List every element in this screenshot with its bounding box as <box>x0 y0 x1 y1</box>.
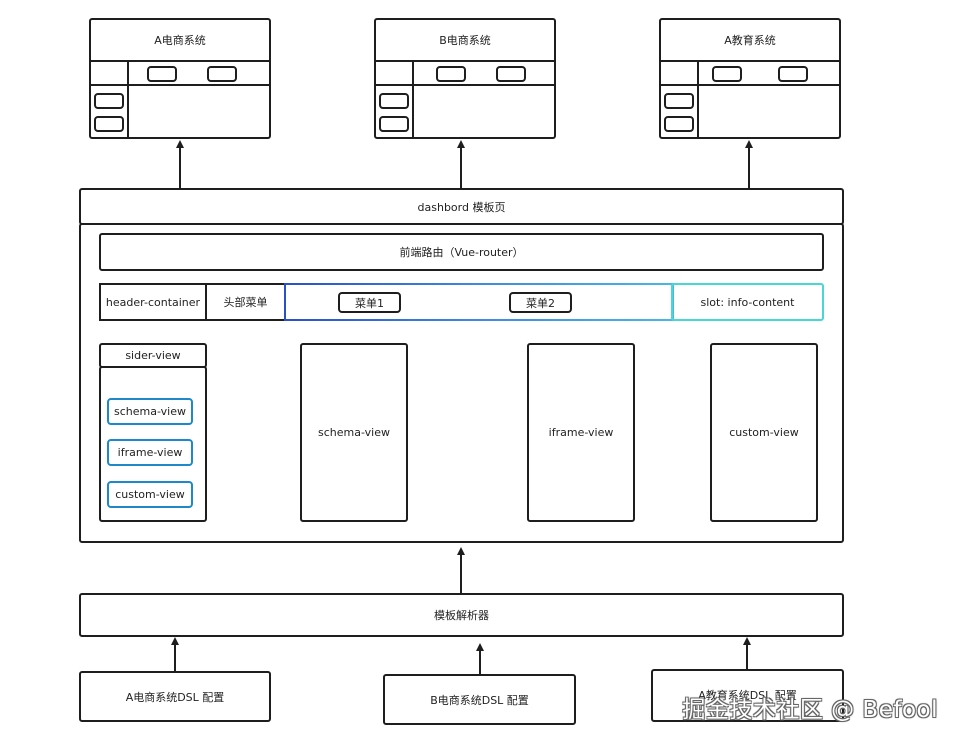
schema-view-panel: schema-view <box>300 343 408 522</box>
arrow-head-icon <box>176 140 184 148</box>
sidebar-pill <box>664 93 694 109</box>
menu-item-2[interactable]: 菜单2 <box>509 292 572 313</box>
arrow-head-icon <box>457 140 465 148</box>
sidebar-pill <box>94 116 124 132</box>
custom-view-label: custom-view <box>729 426 799 439</box>
dashboard-title: dashbord 模板页 <box>417 200 506 214</box>
header-container: header-container <box>99 283 207 321</box>
arrow-head-icon <box>171 637 179 645</box>
config-b-ecommerce: B电商系统DSL 配置 <box>383 674 576 725</box>
arrow-line <box>460 554 462 594</box>
custom-view-panel: custom-view <box>710 343 818 522</box>
sider-item-iframe-view[interactable]: iframe-view <box>107 439 193 466</box>
config-a-education: A教育系统DSL 配置 <box>651 669 844 722</box>
system-title: A电商系统 <box>91 20 269 62</box>
topbar-pill <box>496 66 526 82</box>
sidebar-pill <box>379 116 409 132</box>
dashboard-title-bar: dashbord 模板页 <box>79 188 844 225</box>
menu-item-2-label: 菜单2 <box>526 296 555 310</box>
config-a-ecommerce: A电商系统DSL 配置 <box>79 671 271 722</box>
slot-label: slot: info-content <box>700 295 795 309</box>
topbar-pill <box>712 66 742 82</box>
arrow-line <box>748 146 750 188</box>
arrow-line <box>746 643 748 669</box>
router-bar: 前端路由（Vue-router） <box>99 233 824 271</box>
slot-info-content: slot: info-content <box>671 283 824 321</box>
system-title: A教育系统 <box>661 20 839 62</box>
system-window-a-ecommerce: A电商系统 <box>89 18 271 139</box>
arrow-line <box>179 146 181 188</box>
topbar-pill <box>778 66 808 82</box>
config-label: A教育系统DSL 配置 <box>698 689 797 702</box>
sider-view-label: sider-view <box>125 349 181 362</box>
router-label: 前端路由（Vue-router） <box>399 246 524 259</box>
topbar-pill <box>147 66 177 82</box>
template-parser: 模板解析器 <box>79 593 844 637</box>
arrow-head-icon <box>745 140 753 148</box>
arrow-head-icon <box>743 637 751 645</box>
iframe-view-label: iframe-view <box>548 426 614 439</box>
sider-view-title: sider-view <box>99 343 207 368</box>
iframe-view-panel: iframe-view <box>527 343 635 522</box>
system-topbar <box>91 60 269 86</box>
head-menu: 头部菜单 <box>205 283 286 321</box>
sider-item-label: custom-view <box>115 488 185 501</box>
sidebar-pill <box>664 116 694 132</box>
system-topbar <box>661 60 839 86</box>
menu-item-1[interactable]: 菜单1 <box>338 292 401 313</box>
config-label: B电商系统DSL 配置 <box>430 693 529 707</box>
watermark: 掘金技术社区 @ Befool <box>682 697 938 723</box>
system-window-a-education: A教育系统 <box>659 18 841 139</box>
system-sidebar <box>661 60 699 137</box>
topbar-pill <box>207 66 237 82</box>
template-parser-label: 模板解析器 <box>434 609 489 622</box>
header-container-label: header-container <box>105 295 201 309</box>
config-label: A电商系统DSL 配置 <box>125 690 225 704</box>
system-topbar <box>376 60 554 86</box>
system-sidebar <box>91 60 129 137</box>
sider-item-label: iframe-view <box>117 446 183 459</box>
menu-item-1-label: 菜单1 <box>355 296 384 310</box>
topbar-pill <box>436 66 466 82</box>
arrow-line <box>174 643 176 671</box>
sidebar-pill <box>94 93 124 109</box>
head-menu-label: 头部菜单 <box>223 296 268 309</box>
system-title: B电商系统 <box>376 20 554 62</box>
sider-item-label: schema-view <box>114 405 186 418</box>
sider-item-schema-view[interactable]: schema-view <box>107 398 193 425</box>
sidebar-pill <box>379 93 409 109</box>
arrow-line <box>460 146 462 188</box>
sider-item-custom-view[interactable]: custom-view <box>107 481 193 508</box>
arrow-head-icon <box>457 547 465 555</box>
system-sidebar <box>376 60 414 137</box>
schema-view-label: schema-view <box>318 426 390 439</box>
arrow-head-icon <box>476 643 484 651</box>
system-window-b-ecommerce: B电商系统 <box>374 18 556 139</box>
arrow-line <box>479 649 481 674</box>
